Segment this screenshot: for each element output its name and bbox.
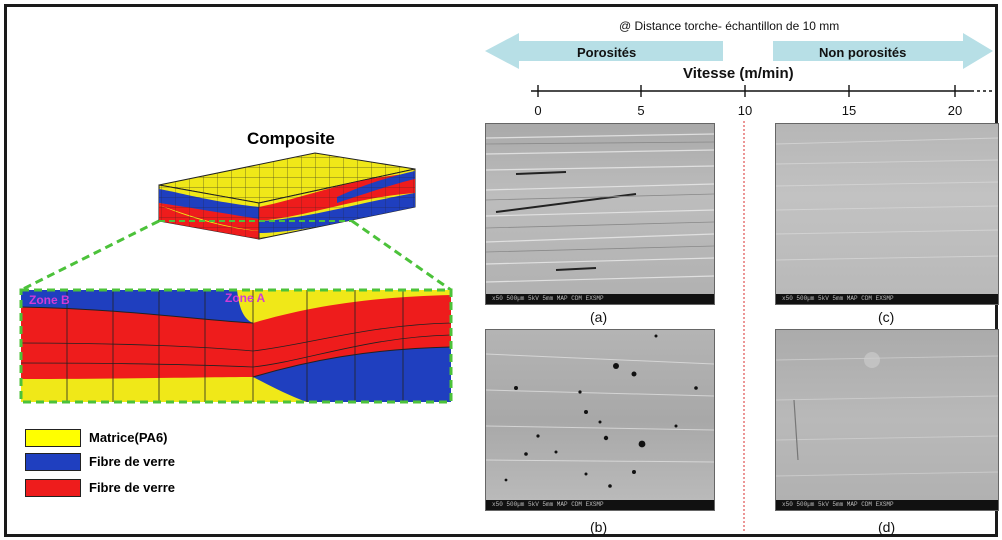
caption-d: (d) [878,519,896,535]
tick-label: 5 [637,103,645,118]
arrow-right [773,33,993,69]
arrow-left-label: Porosités [577,45,637,60]
sem-texture [776,137,998,261]
composite-title: Composite [247,129,335,148]
legend-label: Fibre de verre [89,480,175,495]
legend-swatch-matrix [25,429,81,447]
sem-info-bar: x50 500µm 5kV 5mm MAP CDM EXSMP [486,500,714,510]
arrow-left [485,33,723,69]
callout-line-right [351,219,452,292]
tick-label: 0 [534,103,542,118]
sem-image-d: x50 500µm 5kV 5mm MAP CDM EXSMP [775,329,999,511]
caption-b: (b) [590,519,608,535]
velocity-axis [531,85,995,97]
callout-line-left [20,219,160,292]
tick-label: 10 [737,103,753,118]
sem-image-c: x50 500µm 5kV 5mm MAP CDM EXSMP [775,123,999,305]
sem-texture [486,334,714,488]
threshold-line [743,121,745,533]
sem-texture [486,133,714,283]
zone-a-label: Zone A [225,291,266,305]
sem-texture [776,352,998,477]
caption-a: (a) [590,309,608,325]
sem-info-bar: x50 500µm 5kV 5mm MAP CDM EXSMP [776,294,998,304]
legend-label: Fibre de verre [89,454,175,469]
sem-image-b: x50 500µm 5kV 5mm MAP CDM EXSMP [485,329,715,511]
caption-c: (c) [878,309,895,325]
figure-frame: Composite [4,4,999,537]
arrow-right-label: Non porosités [819,45,907,60]
direction-arrows [485,33,993,69]
legend-swatch-fibre-blue [25,453,81,471]
legend-swatch-fibre-red [25,479,81,497]
tick-label: 15 [841,103,857,118]
axis-title: Vitesse (m/min) [683,65,794,82]
legend-label: Matrice(PA6) [89,430,168,445]
cross-section [19,288,453,404]
sem-info-bar: x50 500µm 5kV 5mm MAP CDM EXSMP [486,294,714,304]
composite-illustration [19,152,453,404]
zone-b-label: Zone B [29,293,70,307]
sem-info-bar: x50 500µm 5kV 5mm MAP CDM EXSMP [776,500,998,510]
sem-image-a: x50 500µm 5kV 5mm MAP CDM EXSMP [485,123,715,305]
tick-label: 20 [947,103,963,118]
condition-text: @ Distance torche- échantillon de 10 mm [619,19,840,33]
